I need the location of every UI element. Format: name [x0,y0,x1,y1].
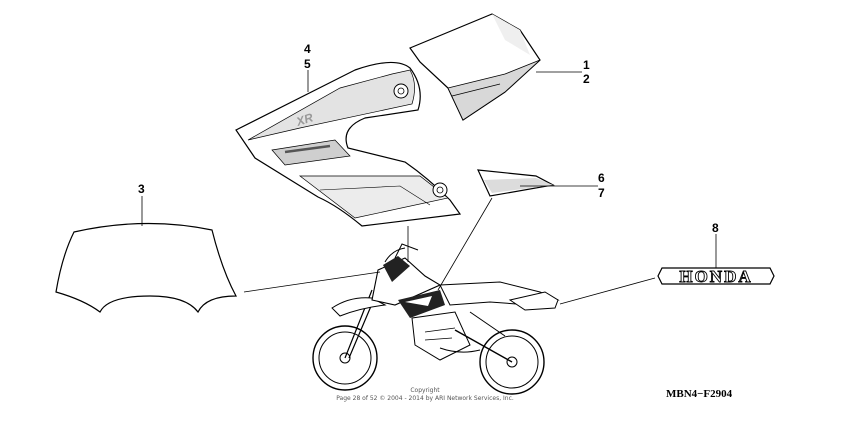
tank-stripe-decal[interactable] [409,13,541,121]
leader-lines [141,70,717,305]
copyright-line-2: Page 28 of 52 © 2004 - 2014 by ARI Netwo… [336,395,514,402]
shroud-decal[interactable]: XR [235,61,462,227]
copyright-line-1: Copyright [410,387,440,394]
callout-4: 4 [304,42,311,56]
callout-7: 7 [598,186,605,200]
shroud-marking-text: XR [294,110,315,129]
callout-6: 6 [598,171,605,185]
callout-8: 8 [712,221,719,235]
callout-2: 2 [583,72,590,86]
small-stripe-decal[interactable] [477,169,555,197]
callout-3: 3 [138,182,145,196]
callout-5: 5 [304,57,311,71]
front-plate-decal[interactable] [55,222,238,314]
callout-1: 1 [583,58,590,72]
diagram-code: MBN4−F2904 [666,388,733,400]
honda-emblem[interactable]: HONDA [657,267,775,286]
emblem-text: HONDA [679,267,752,286]
motorcycle-illustration [312,243,560,395]
